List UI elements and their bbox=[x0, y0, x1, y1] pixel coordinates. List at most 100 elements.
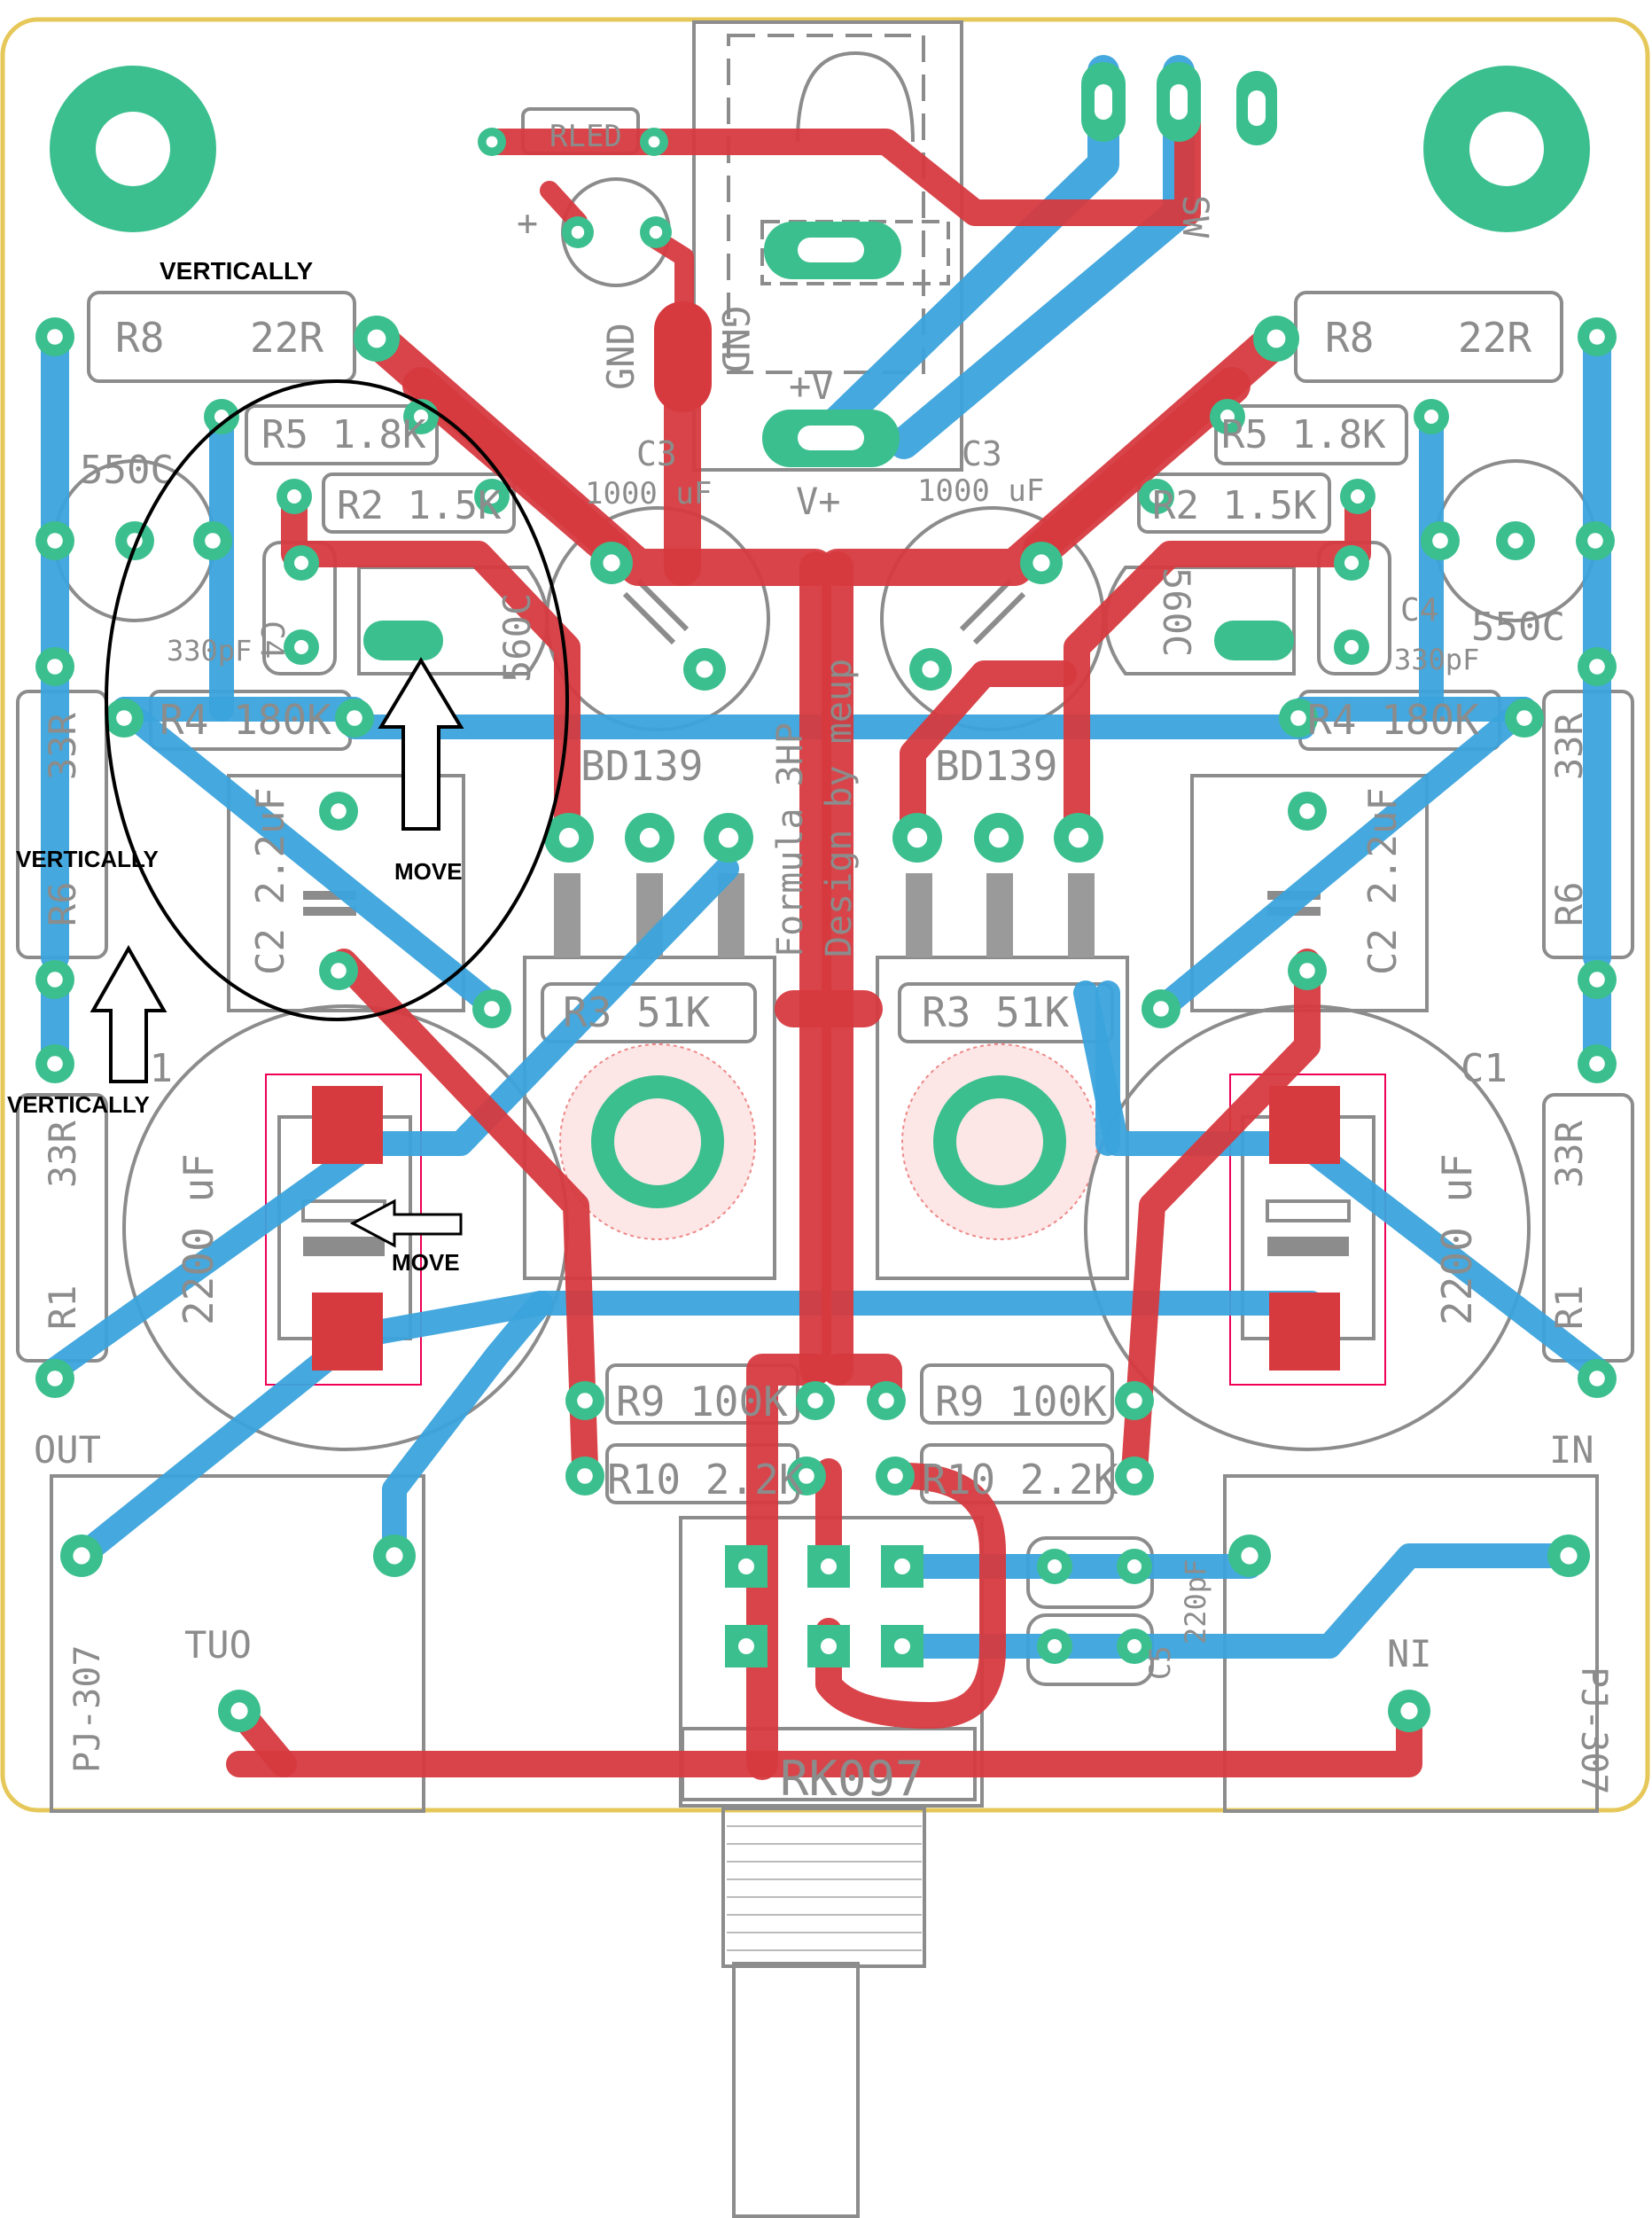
pad-drill-hole bbox=[907, 827, 928, 848]
pad-drill-hole bbox=[718, 827, 739, 848]
pad-drill-hole bbox=[738, 1638, 754, 1654]
bd139-silk bbox=[523, 873, 1129, 1280]
pad-drill-hole bbox=[577, 1393, 593, 1409]
c2-left-label: C2 2.2uF bbox=[248, 787, 293, 975]
mounting-hole-right bbox=[1423, 66, 1590, 232]
c5-val: 220pF bbox=[1179, 1559, 1212, 1644]
in-label: IN bbox=[1549, 1428, 1594, 1472]
pad-drill-hole bbox=[1344, 556, 1359, 570]
pot-rk097-silk bbox=[679, 1516, 984, 2218]
pad-drill-hole bbox=[799, 1468, 814, 1484]
pad-drill-hole bbox=[1127, 1639, 1142, 1653]
annotation-move-top: MOVE bbox=[394, 858, 463, 885]
pad-drill-hole bbox=[230, 1702, 248, 1720]
pad-drill-hole bbox=[347, 710, 362, 726]
pad-drill-hole bbox=[603, 554, 620, 572]
vplus-label: V+ bbox=[796, 480, 841, 523]
c1-right-label: C1 bbox=[1461, 1046, 1508, 1091]
c4-left-label: C4 bbox=[253, 621, 290, 659]
rled-label: RLED bbox=[549, 119, 622, 154]
pad-drill-hole bbox=[738, 1558, 754, 1574]
annotation-arrow-left bbox=[349, 1199, 463, 1248]
r1-left-label: R1 bbox=[41, 1285, 84, 1330]
pad-drill-hole bbox=[367, 329, 386, 348]
pads bbox=[35, 128, 1617, 1732]
pad-drill-hole bbox=[894, 1558, 910, 1574]
pad-drill-hole bbox=[73, 1547, 90, 1565]
c2-right-label: C2 2.2uF bbox=[1360, 787, 1406, 975]
pad-drill-hole bbox=[558, 827, 580, 848]
pad-drill-hole bbox=[894, 1638, 910, 1654]
pj-left-label: PJ-307 bbox=[67, 1645, 108, 1774]
c3-right-val: 1000 uF bbox=[917, 473, 1044, 509]
pad-drill-hole bbox=[1127, 1559, 1142, 1574]
pad-drill-hole bbox=[1589, 1056, 1605, 1072]
design-label: Design by meup bbox=[819, 659, 860, 957]
pad-drill-hole bbox=[47, 659, 63, 675]
pad-drill-hole bbox=[639, 827, 660, 848]
r33-a-label: 33R bbox=[41, 712, 84, 780]
annotation-vertically-top: VERTICALLY bbox=[160, 257, 314, 285]
pad-drill-hole bbox=[1351, 489, 1365, 504]
pad-drill-hole bbox=[1432, 533, 1448, 549]
bd139-left-label: BD139 bbox=[581, 742, 703, 790]
r4-right-label: R4 180K bbox=[1307, 696, 1479, 744]
r1-right-label: R1 bbox=[1547, 1285, 1591, 1330]
pad-drill-hole bbox=[988, 827, 1009, 848]
pad-drill-hole bbox=[1589, 329, 1605, 345]
pad-drill-hole bbox=[484, 1001, 500, 1017]
r3-left-label: R3 51K bbox=[563, 988, 710, 1036]
r8-right-label: R8 bbox=[1325, 314, 1374, 362]
ni-label: NI bbox=[1387, 1632, 1432, 1675]
tuo-label: TUO bbox=[184, 1623, 252, 1667]
pad-drill-hole bbox=[1516, 710, 1532, 726]
pad-drill-hole bbox=[1149, 489, 1164, 504]
c1-right-val: 2200 uF bbox=[1433, 1153, 1481, 1325]
pad-drill-hole bbox=[1290, 710, 1306, 726]
r9-right-label: R9 100K bbox=[935, 1378, 1107, 1425]
r9-left-label: R9 100K bbox=[616, 1378, 788, 1425]
r8-left-label: R8 bbox=[115, 314, 164, 362]
pad-drill-hole bbox=[1126, 1468, 1142, 1484]
pad-drill-hole bbox=[1508, 533, 1523, 549]
pad-drill-hole bbox=[1299, 963, 1315, 979]
pad-drill-hole bbox=[1589, 972, 1605, 988]
pad-drill-hole bbox=[294, 556, 308, 570]
c4-right-label: C4 bbox=[1400, 592, 1438, 629]
pad-drill-hole bbox=[47, 1371, 63, 1386]
rk097-label: RK097 bbox=[780, 1751, 924, 1807]
annotation-vertically-bottom: VERTICALLY bbox=[7, 1091, 150, 1118]
r5-right-label: R5 1.8K bbox=[1221, 412, 1386, 457]
pad-drill-hole bbox=[1032, 554, 1050, 572]
c4-right-val: 330pF bbox=[1394, 643, 1479, 676]
bd139-right-label: BD139 bbox=[935, 742, 1057, 790]
led-plus: + bbox=[517, 203, 538, 244]
highlight-ellipse bbox=[105, 379, 569, 1021]
pad-drill-hole bbox=[331, 963, 347, 979]
pad-drill-hole bbox=[331, 803, 347, 819]
c2-left-silk bbox=[227, 774, 465, 1012]
pad-drill-hole bbox=[486, 136, 498, 148]
r6-right-label: R6 bbox=[1547, 881, 1591, 926]
pad-drill-hole bbox=[648, 136, 660, 148]
r8-left-val: 22R bbox=[250, 314, 323, 362]
formula-label: Formula 3HP bbox=[770, 722, 811, 957]
sw-label: SW bbox=[1174, 195, 1215, 238]
r10-right-label: R10 2.2K bbox=[922, 1456, 1118, 1503]
q560-left-label: 560C bbox=[495, 593, 539, 683]
annotation-arrow-up-top bbox=[378, 657, 464, 831]
pad-drill-hole bbox=[821, 1558, 837, 1574]
r33-c-label: 33R bbox=[41, 1120, 84, 1188]
vplus-top-label: +V bbox=[789, 364, 834, 408]
pad-drill-hole bbox=[1068, 827, 1089, 848]
c3-left-label: C3 bbox=[636, 434, 677, 473]
pad-drill-hole bbox=[1220, 410, 1235, 424]
c5-label: C5 bbox=[1143, 1645, 1177, 1680]
q550-left-label: 550C bbox=[80, 448, 174, 493]
pad-drill-hole bbox=[571, 225, 585, 239]
pad-drill-hole bbox=[1153, 1001, 1169, 1017]
r3-right-label: R3 51K bbox=[922, 988, 1069, 1036]
pad-drill-hole bbox=[1589, 1371, 1605, 1386]
out-label: OUT bbox=[34, 1428, 101, 1472]
mounting-hole-left bbox=[50, 66, 216, 232]
